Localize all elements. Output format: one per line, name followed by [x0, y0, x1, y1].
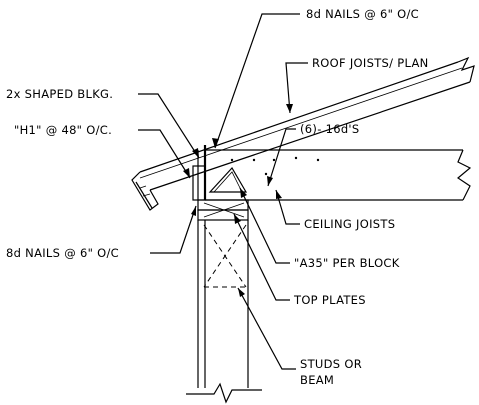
label-roof-joists: ROOF JOISTS/ PLAN [312, 56, 429, 70]
top-plates [197, 199, 249, 221]
label-ceiling-joists: CEILING JOISTS [304, 217, 395, 231]
shaped-blocking [192, 145, 248, 201]
label-h1-clip: "H1" @ 48" O/C. [14, 123, 112, 137]
annotation-labels: 8d NAILS @ 6" O/C ROOF JOISTS/ PLAN 2x S… [6, 7, 429, 387]
label-nails-bottom: 8d NAILS @ 6" O/C [6, 246, 119, 260]
arrowheads [183, 104, 293, 297]
label-nails-top: 8d NAILS @ 6" O/C [306, 7, 419, 21]
nail-dots [230, 156, 320, 176]
roof-joist [131, 56, 475, 211]
leader-lines [138, 13, 308, 370]
label-studs-line1: STUDS OR [300, 357, 362, 371]
label-shaped-blkg: 2x SHAPED BLKG. [6, 87, 113, 101]
label-a35-block: "A35" PER BLOCK [294, 256, 400, 270]
label-studs-line2: BEAM [300, 373, 334, 387]
stud-wall [186, 220, 262, 404]
label-16d-nails: (6)- 16d'S [300, 122, 360, 136]
label-top-plates: TOP PLATES [293, 293, 366, 307]
